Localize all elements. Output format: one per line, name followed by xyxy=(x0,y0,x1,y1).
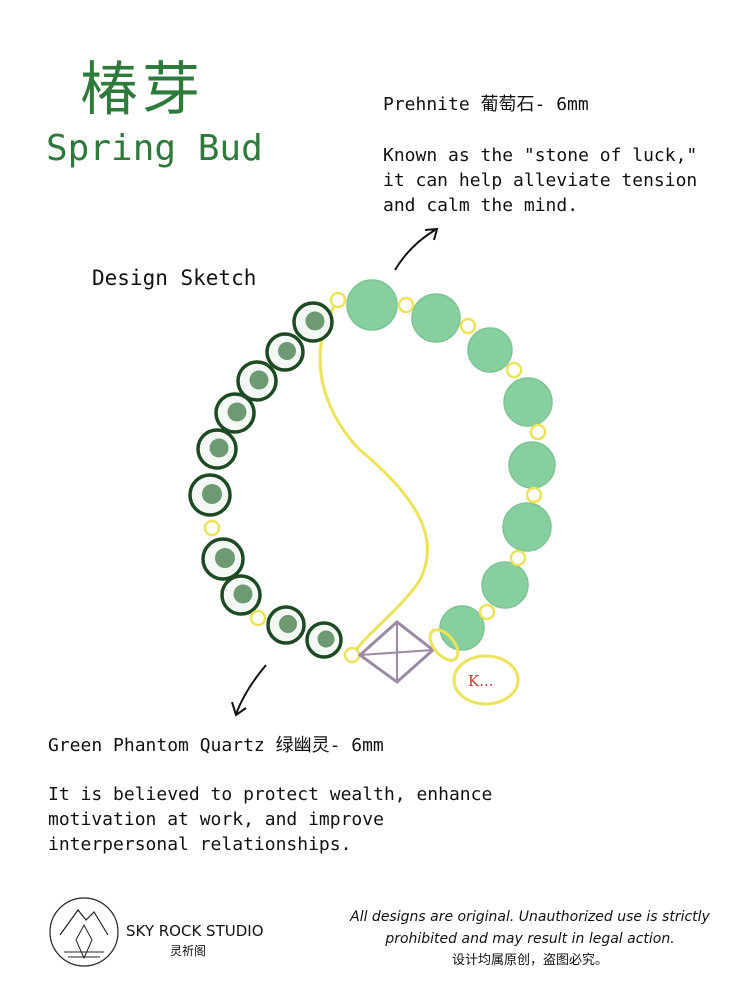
prehnite-bead xyxy=(503,377,553,427)
title-english: Spring Bud xyxy=(46,128,263,169)
studio-name: SKY ROCK STUDIO xyxy=(126,922,264,940)
phantom-inclusion xyxy=(215,548,235,568)
charm-tag xyxy=(452,654,520,706)
prehnite-bead xyxy=(502,502,552,552)
phantom-inclusion xyxy=(202,484,222,504)
arrow-prehnite xyxy=(394,227,439,271)
title-chinese: 椿芽 xyxy=(80,55,205,123)
prehnite-bead xyxy=(481,561,529,609)
spacer-bead xyxy=(397,296,415,314)
spacer-bead xyxy=(509,549,527,567)
phantom-inclusion xyxy=(279,615,297,633)
spacer-bead xyxy=(203,519,221,537)
studio-logo xyxy=(49,897,119,967)
spacer-bead xyxy=(343,646,361,664)
copyright-text-cn: 设计均属原创，盗图必究。 xyxy=(451,953,608,968)
thread-line xyxy=(318,299,429,656)
prehnite-name: Prehnite 葡萄石- 6mm xyxy=(383,94,589,115)
spacer-bead xyxy=(478,603,496,621)
design-sketch-label: Design Sketch xyxy=(92,266,257,290)
prehnite-bead xyxy=(439,605,485,651)
prehnite-description: Known as the "stone of luck," it can hel… xyxy=(383,145,698,216)
spacer-bead xyxy=(505,361,523,379)
charm-tag-text: K... xyxy=(468,672,494,690)
tag-ring xyxy=(428,628,460,662)
spacer-bead xyxy=(329,291,347,309)
octahedron-crystal xyxy=(357,620,436,684)
phantom-inclusion xyxy=(305,311,325,331)
prehnite-bead xyxy=(411,293,461,343)
phantom-inclusion xyxy=(233,584,253,604)
spacer-bead xyxy=(529,423,547,441)
prehnite-bead xyxy=(346,279,398,331)
phantom-inclusion xyxy=(317,630,335,648)
spacer-bead xyxy=(249,609,267,627)
phantom-inclusion xyxy=(278,342,296,360)
copyright-text: All designs are original. Unauthorized u… xyxy=(350,909,710,947)
phantom-quartz-description: It is believed to protect wealth, enhanc… xyxy=(48,784,493,855)
copyright-notice: All designs are original. Unauthorized u… xyxy=(350,906,710,972)
phantom-quartz-name: Green Phantom Quartz 绿幽灵- 6mm xyxy=(48,735,384,756)
prehnite-bead xyxy=(508,441,556,489)
phantom-inclusion xyxy=(227,402,247,422)
studio-name-cn: 灵祈阁 xyxy=(170,944,207,958)
phantom-inclusion xyxy=(209,438,229,458)
prehnite-bead xyxy=(467,327,513,373)
phantom-inclusion xyxy=(249,370,269,390)
spacer-bead xyxy=(525,486,543,504)
spacer-bead xyxy=(459,317,477,335)
arrow-phantom xyxy=(231,664,267,717)
